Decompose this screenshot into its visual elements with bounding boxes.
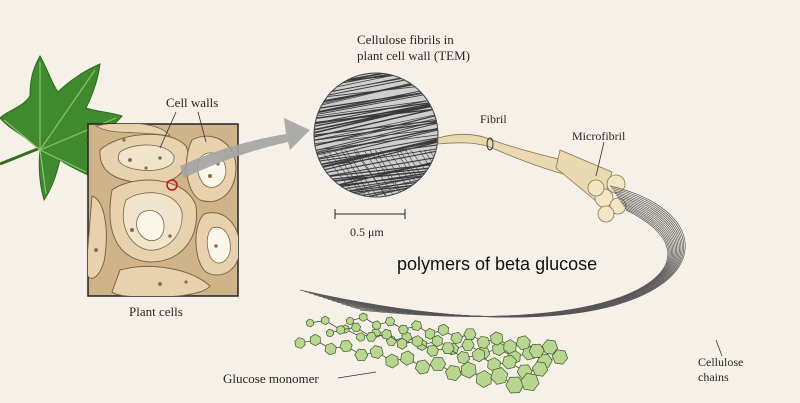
plant-cells-label: Plant cells (129, 304, 183, 319)
microfibril-label: Microfibril (572, 129, 626, 143)
tem-title-line1: Cellulose fibrils in (357, 32, 454, 47)
tem-title: Cellulose fibrils in plant cell wall (TE… (357, 32, 470, 64)
scale-bar (334, 209, 406, 219)
cellulose-chains (299, 185, 686, 318)
cell-walls-label: Cell walls (166, 95, 219, 110)
scale-label: 0.5 μm (350, 225, 384, 239)
fibril-illustration (437, 134, 627, 223)
cellulose-chains-line2: chains (698, 370, 729, 384)
plant-cells-illustration (87, 111, 239, 297)
caption: polymers of beta glucose (397, 254, 598, 274)
tem-micrograph (313, 72, 439, 198)
glucose-chain-ribbon (294, 312, 569, 394)
cellulose-chains-label: Cellulose chains (698, 355, 743, 385)
cellulose-chains-line1: Cellulose (698, 355, 744, 369)
tem-title-line2: plant cell wall (TEM) (357, 48, 470, 63)
glucose-monomer-label: Glucose monomer (223, 371, 319, 386)
magnify-arrow (180, 118, 310, 178)
fibril-label: Fibril (480, 112, 507, 126)
